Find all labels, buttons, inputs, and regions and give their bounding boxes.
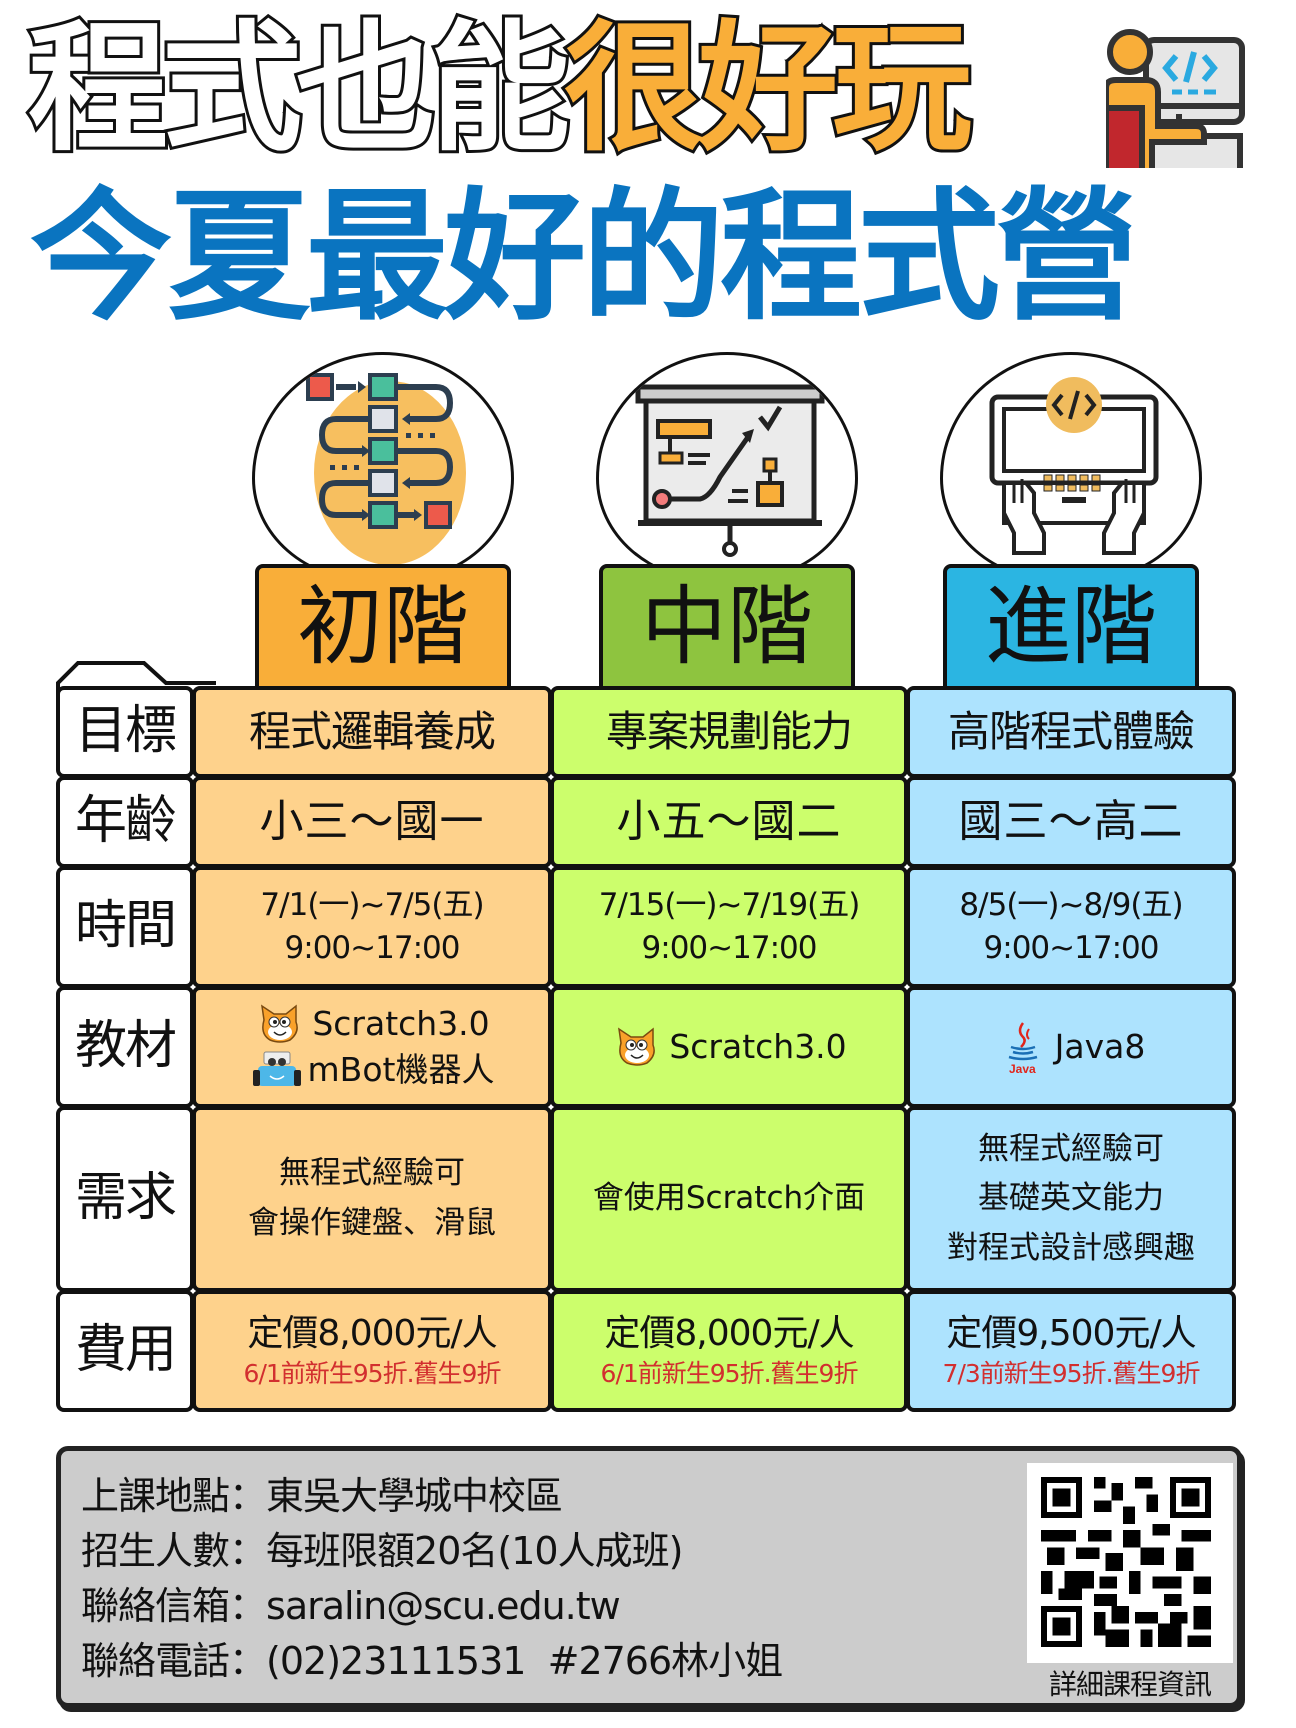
bubble — [252, 352, 514, 582]
email-link[interactable]: saralin@scu.edu.tw — [266, 1584, 621, 1628]
contact-info-box: 上課地點：東吳大學城中校區 招生人數：每班限額20名(10人成班) 聯絡信箱：s… — [56, 1446, 1242, 1708]
requirement-line: 會操作鍵盤、滑鼠 — [248, 1205, 496, 1241]
row-header: 目標 — [56, 686, 194, 778]
cell-beginner: 小三～國一 — [192, 776, 552, 868]
price: 定價8,000元/人 — [247, 1312, 497, 1354]
title-line-1: 程式也能 很好玩 — [25, 8, 975, 171]
discount: 6/1前新生95折.舊生9折 — [243, 1359, 502, 1389]
presentation-board-icon — [635, 384, 825, 557]
info-value: 每班限額20名(10人成班) — [266, 1529, 683, 1573]
level-badge: 進階 — [943, 564, 1199, 690]
title-line-2: 今夏最好的程式營 — [30, 175, 1138, 340]
cell-intermediate: 專案規劃能力 — [550, 686, 908, 778]
time-range: 9:00~17:00 — [284, 930, 461, 966]
material-text: mBot機器人 — [307, 1050, 495, 1089]
level-advanced: 進階 — [940, 352, 1202, 690]
cell-advanced: 高階程式體驗 — [906, 686, 1236, 778]
info-sep: ： — [229, 1584, 267, 1628]
cell-beginner: 程式邏輯養成 — [192, 686, 552, 778]
info-value: (02)23111531 #2766林小姐 — [266, 1639, 783, 1683]
info-location: 上課地點：東吳大學城中校區 — [81, 1469, 782, 1524]
cell-beginner: Scratch3.0 mBot機器人 — [192, 986, 552, 1108]
level-badge: 初階 — [255, 564, 511, 690]
cell-advanced: 無程式經驗可 基礎英文能力 對程式設計感興趣 — [906, 1106, 1236, 1292]
cell-intermediate: 定價8,000元/人 6/1前新生95折.舊生9折 — [550, 1290, 908, 1412]
mbot-robot-icon — [252, 1051, 301, 1087]
level-badge: 中階 — [599, 564, 855, 690]
java-logo-icon: Java — [1008, 1022, 1037, 1075]
discount: 6/1前新生95折.舊生9折 — [600, 1359, 859, 1389]
date-range: 7/15(一)~7/19(五) — [598, 886, 861, 923]
row-fee: 費用 定價8,000元/人 6/1前新生95折.舊生9折 定價8,000元/人 … — [56, 1290, 1236, 1412]
material-item: Scratch3.0 — [254, 1001, 490, 1047]
row-header: 年齡 — [56, 776, 194, 868]
material-text: Scratch3.0 — [312, 1003, 490, 1043]
cell-beginner: 無程式經驗可 會操作鍵盤、滑鼠 — [192, 1106, 552, 1292]
info-label: 上課地點 — [81, 1474, 230, 1518]
bubble — [596, 352, 858, 582]
title-plain-text: 程式也能 — [25, 8, 573, 171]
requirement-line: 無程式經驗可 — [978, 1130, 1164, 1167]
qr-caption: 詳細課程資訊 — [1048, 1668, 1212, 1701]
bubble — [940, 352, 1202, 582]
info-label: 招生人數 — [81, 1529, 230, 1573]
requirement-line: 無程式經驗可 — [279, 1155, 465, 1192]
cell-intermediate: 會使用Scratch介面 — [550, 1106, 908, 1292]
date-range: 7/1(一)~7/5(五) — [260, 886, 484, 923]
row-requirements: 需求 無程式經驗可 會操作鍵盤、滑鼠 會使用Scratch介面 無程式經驗可 基… — [56, 1106, 1236, 1292]
scratch-cat-icon — [261, 1004, 299, 1043]
requirement-line: 基礎英文能力 — [978, 1180, 1164, 1217]
row-header: 費用 — [56, 1290, 194, 1412]
date-range: 8/5(一)~8/9(五) — [959, 886, 1183, 923]
info-label: 聯絡電話 — [81, 1639, 230, 1683]
info-phone: 聯絡電話：(02)23111531 #2766林小姐 — [81, 1634, 783, 1689]
material-text: Scratch3.0 — [669, 1026, 847, 1066]
qr-code[interactable] — [1027, 1463, 1233, 1663]
info-value: 東吳大學城中校區 — [266, 1474, 563, 1518]
scratch-cat-icon — [618, 1027, 656, 1066]
cell-advanced: 定價9,500元/人 7/3前新生95折.舊生9折 — [906, 1290, 1236, 1412]
price: 定價9,500元/人 — [946, 1312, 1196, 1354]
requirement-line: 會使用Scratch介面 — [592, 1180, 866, 1217]
cell-intermediate: 小五～國二 — [550, 776, 908, 868]
flowchart-icon — [306, 373, 466, 565]
row-age: 年齡 小三～國一 小五～國二 國三～高二 — [56, 776, 1236, 868]
programmer-at-computer-icon — [1106, 29, 1245, 168]
cell-advanced: Java Java8 — [906, 986, 1236, 1108]
info-label: 聯絡信箱 — [81, 1584, 230, 1628]
row-header: 教材 — [56, 986, 194, 1108]
price: 定價8,000元/人 — [604, 1312, 854, 1354]
info-sep: ： — [229, 1529, 267, 1573]
cell-advanced: 國三～高二 — [906, 776, 1236, 868]
time-range: 9:00~17:00 — [641, 930, 818, 966]
info-email: 聯絡信箱：saralin@scu.edu.tw — [81, 1579, 782, 1634]
info-sep: ： — [229, 1474, 267, 1518]
cell-beginner: 定價8,000元/人 6/1前新生95折.舊生9折 — [192, 1290, 552, 1412]
info-enrollment: 招生人數：每班限額20名(10人成班) — [81, 1524, 782, 1579]
svg-text:Java: Java — [1009, 1062, 1036, 1075]
discount: 7/3前新生95折.舊生9折 — [942, 1359, 1201, 1389]
material-item: Java Java8 — [997, 1019, 1146, 1075]
material-text: Java8 — [1054, 1026, 1146, 1066]
row-header: 時間 — [56, 866, 194, 988]
row-header: 需求 — [56, 1106, 194, 1292]
cell-intermediate: Scratch3.0 — [550, 986, 908, 1108]
requirement-line: 對程式設計感興趣 — [947, 1229, 1195, 1266]
qr-code-icon — [1041, 1477, 1211, 1647]
row-materials: 教材 Scratch3.0 — [56, 986, 1236, 1108]
cell-intermediate: 7/15(一)~7/19(五) 9:00~17:00 — [550, 866, 908, 988]
title-highlight-text: 很好玩 — [561, 8, 975, 171]
cell-advanced: 8/5(一)~8/9(五) 9:00~17:00 — [906, 866, 1236, 988]
row-goal: 目標 程式邏輯養成 專案規劃能力 高階程式體驗 — [56, 686, 1236, 778]
material-item: mBot機器人 — [250, 1047, 495, 1093]
coding-laptop-icon — [989, 377, 1159, 555]
info-lines: 上課地點：東吳大學城中校區 招生人數：每班限額20名(10人成班) 聯絡信箱：s… — [81, 1469, 783, 1689]
cell-beginner: 7/1(一)~7/5(五) 9:00~17:00 — [192, 866, 552, 988]
info-sep: ： — [229, 1639, 267, 1683]
level-intermediate: 中階 — [596, 352, 858, 690]
time-range: 9:00~17:00 — [983, 930, 1160, 966]
material-item: Scratch3.0 — [611, 1024, 847, 1070]
level-beginner: 初階 — [252, 352, 514, 690]
row-time: 時間 7/1(一)~7/5(五) 9:00~17:00 7/15(一)~7/19… — [56, 866, 1236, 988]
